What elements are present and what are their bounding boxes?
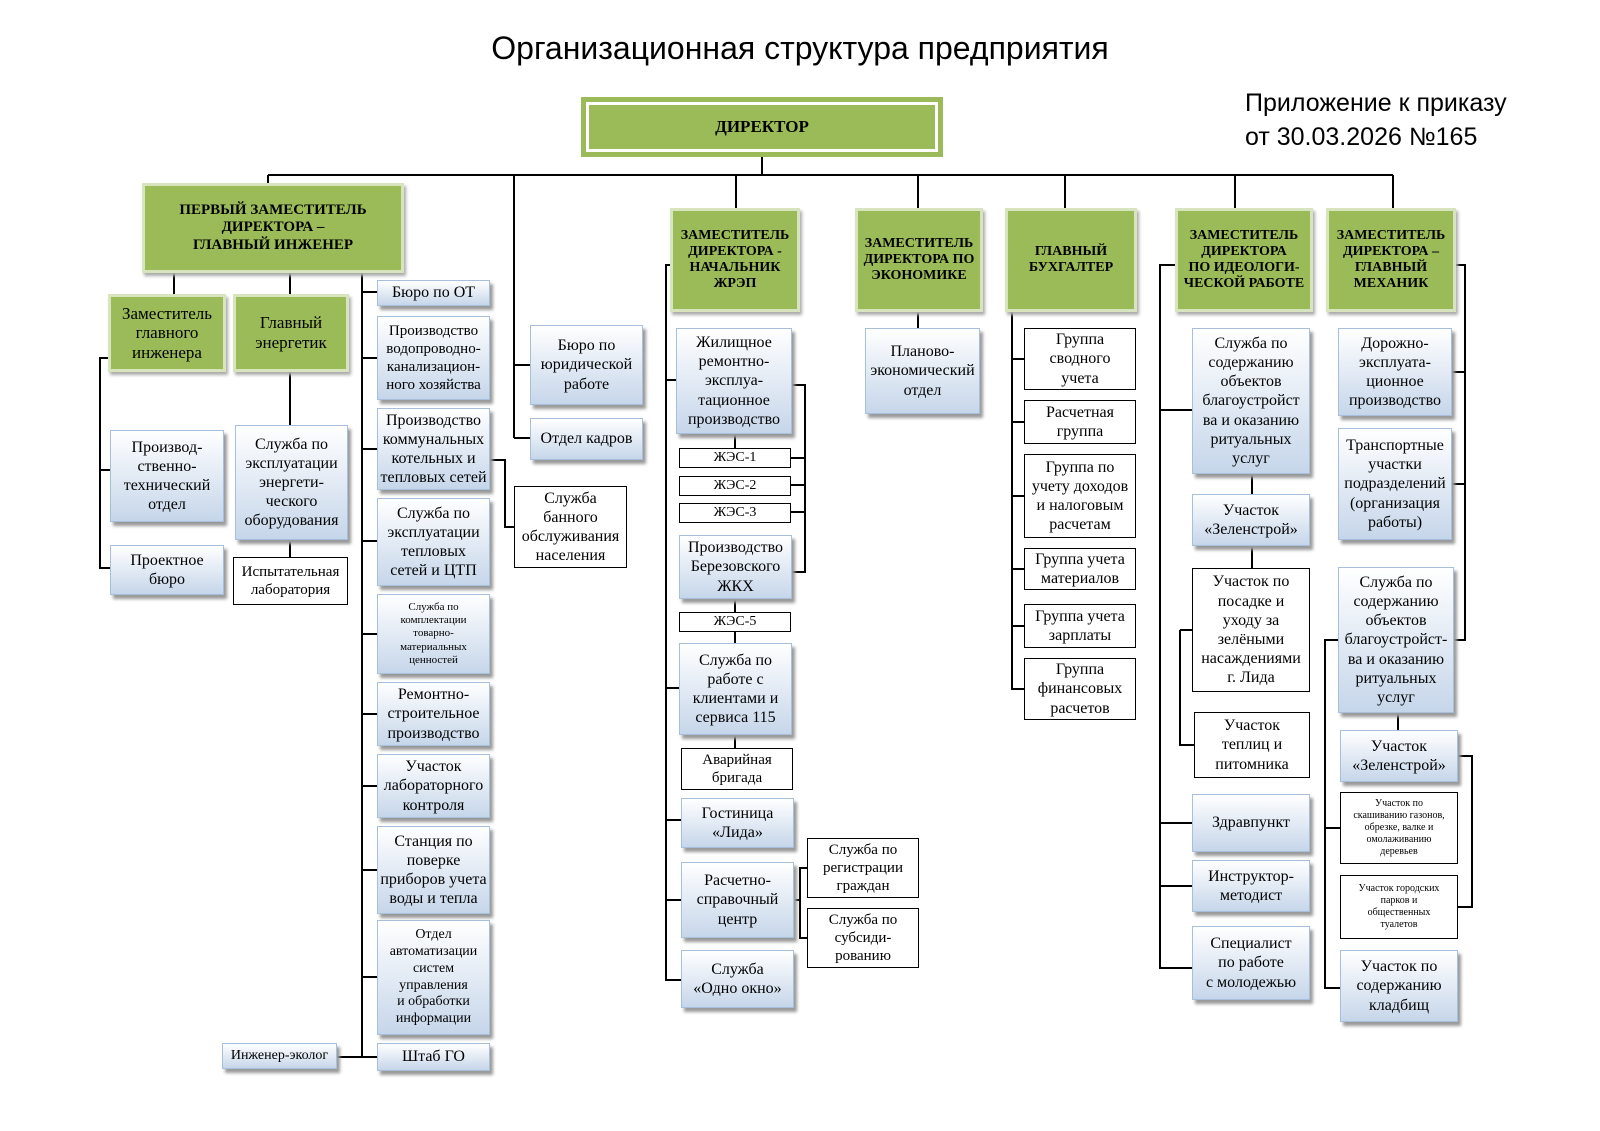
unit-mech-zelenstroy: Участок «Зеленстрой» — [1340, 730, 1458, 782]
unit-bureau-ot: Бюро по ОТ — [377, 280, 490, 306]
unit-first-deputy: ПЕРВЫЙ ЗАМЕСТИТЕЛЬ ДИРЕКТОРА – ГЛАВНЫЙ И… — [142, 183, 404, 273]
unit-meter-station: Станция по поверке приборов учета воды и… — [377, 826, 490, 914]
unit-subsidy: Служба по субсиди- рованию — [807, 908, 919, 968]
unit-deputy-economy: ЗАМЕСТИТЕЛЬ ДИРЕКТОРА ПО ЭКОНОМИКЕ — [855, 208, 983, 312]
unit-medpoint: Здравпункт — [1192, 794, 1310, 852]
unit-instructor: Инструктор- методист — [1192, 860, 1310, 912]
unit-cemetery: Участок по содержанию кладбищ — [1340, 950, 1458, 1022]
unit-one-window: Служба «Одно окно» — [681, 950, 794, 1008]
unit-mech-improvement: Служба по содержанию объектов благоустро… — [1338, 567, 1454, 713]
unit-ecologist: Инженер-эколог — [222, 1043, 337, 1069]
unit-automation: Отдел автоматизации систем управления и … — [377, 920, 490, 1035]
unit-director: ДИРЕКТОР — [581, 97, 943, 157]
unit-acc-finance: Группа финансовых расчетов — [1024, 658, 1136, 720]
unit-berezovka: Производство Березовского ЖКХ — [679, 535, 792, 599]
unit-acc-salary: Группа учета зарплаты — [1024, 604, 1136, 648]
unit-parks: Участок городских парков и общественных … — [1340, 875, 1458, 939]
unit-zhes2: ЖЭС-2 — [679, 476, 791, 496]
unit-planning: Планово- экономический отдел — [865, 328, 980, 414]
unit-deputy-mechanic: ЗАМЕСТИТЕЛЬ ДИРЕКТОРА – ГЛАВНЫЙ МЕХАНИК — [1326, 208, 1456, 312]
unit-supply-service: Служба по комплектации товарно- материал… — [377, 594, 490, 674]
unit-id-planting: Участок по посадке и уходу за зелёными н… — [1192, 568, 1310, 692]
unit-housing-production: Жилищное ремонтно- эксплуа- тационное пр… — [676, 328, 792, 434]
unit-deputy-ideology: ЗАМЕСТИТЕЛЬ ДИРЕКТОРА ПО ИДЕОЛОГИ- ЧЕСКО… — [1175, 208, 1313, 312]
order-annex-note: Приложение к приказу от 30.03.2026 №165 — [1245, 89, 1507, 151]
unit-deputy-chief-engineer: Заместитель главного инженера — [108, 294, 226, 372]
unit-hotel: Гостиница «Лида» — [681, 798, 794, 848]
unit-emergency: Аварийная бригада — [681, 748, 793, 790]
unit-heat-service: Служба по эксплуатации тепловых сетей и … — [377, 498, 490, 586]
unit-calc-center: Расчетно- справочный центр — [681, 862, 794, 938]
unit-deputy-zhrep: ЗАМЕСТИТЕЛЬ ДИРЕКТОРА - НАЧАЛЬНИК ЖРЭП — [670, 208, 800, 312]
unit-zhes3: ЖЭС-3 — [679, 503, 791, 523]
unit-acc-materials: Группа учета материалов — [1024, 548, 1136, 590]
unit-youth: Специалист по работе с молодежью — [1192, 926, 1310, 1000]
unit-id-improvement: Служба по содержанию объектов благоустро… — [1192, 328, 1310, 474]
unit-acc-summary: Группа сводного учета — [1024, 328, 1136, 390]
unit-test-lab: Испытательная лаборатория — [233, 557, 348, 605]
unit-id-greenhouse: Участок теплиц и питомника — [1194, 712, 1310, 778]
unit-zhes1: ЖЭС-1 — [679, 448, 791, 468]
unit-repair-construction: Ремонтно- строительное производство — [377, 682, 490, 746]
unit-civil-defense: Штаб ГО — [377, 1043, 490, 1071]
unit-chief-accountant: ГЛАВНЫЙ БУХГАЛТЕР — [1005, 208, 1137, 312]
unit-hr: Отдел кадров — [530, 418, 643, 460]
unit-legal-bureau: Бюро по юридической работе — [530, 325, 643, 405]
unit-project-bureau: Проектное бюро — [110, 545, 224, 595]
unit-registration: Служба по регистрации граждан — [807, 838, 919, 898]
unit-lab-control: Участок лабораторного контроля — [377, 754, 490, 818]
unit-road: Дорожно- эксплуата- ционное производство — [1338, 328, 1452, 416]
unit-acc-calc: Расчетная группа — [1024, 400, 1136, 444]
unit-transport: Транспортные участки подразделений (орга… — [1338, 428, 1452, 540]
unit-bath-service: Служба банного обслуживания населения — [514, 486, 627, 568]
chart-title: Организационная структура предприятия — [491, 30, 1109, 66]
unit-id-zelenstroy: Участок «Зеленстрой» — [1192, 494, 1310, 546]
unit-water: Производство водопроводно- канализацион-… — [377, 316, 490, 400]
unit-zhes5: ЖЭС-5 — [679, 612, 791, 632]
unit-acc-income: Группа по учету доходов и налоговым расч… — [1024, 454, 1136, 538]
unit-mowing: Участок по скашиванию газонов, обрезке, … — [1340, 792, 1458, 864]
unit-pto: Производ- ственно- технический отдел — [110, 430, 224, 522]
unit-clients-115: Служба по работе с клиентами и сервиса 1… — [679, 643, 792, 735]
unit-boilers: Производство коммунальных котельных и те… — [377, 408, 490, 490]
unit-energy-service: Служба по эксплуатации энергети- ческого… — [235, 425, 348, 540]
unit-chief-energetic: Главный энергетик — [233, 294, 349, 372]
